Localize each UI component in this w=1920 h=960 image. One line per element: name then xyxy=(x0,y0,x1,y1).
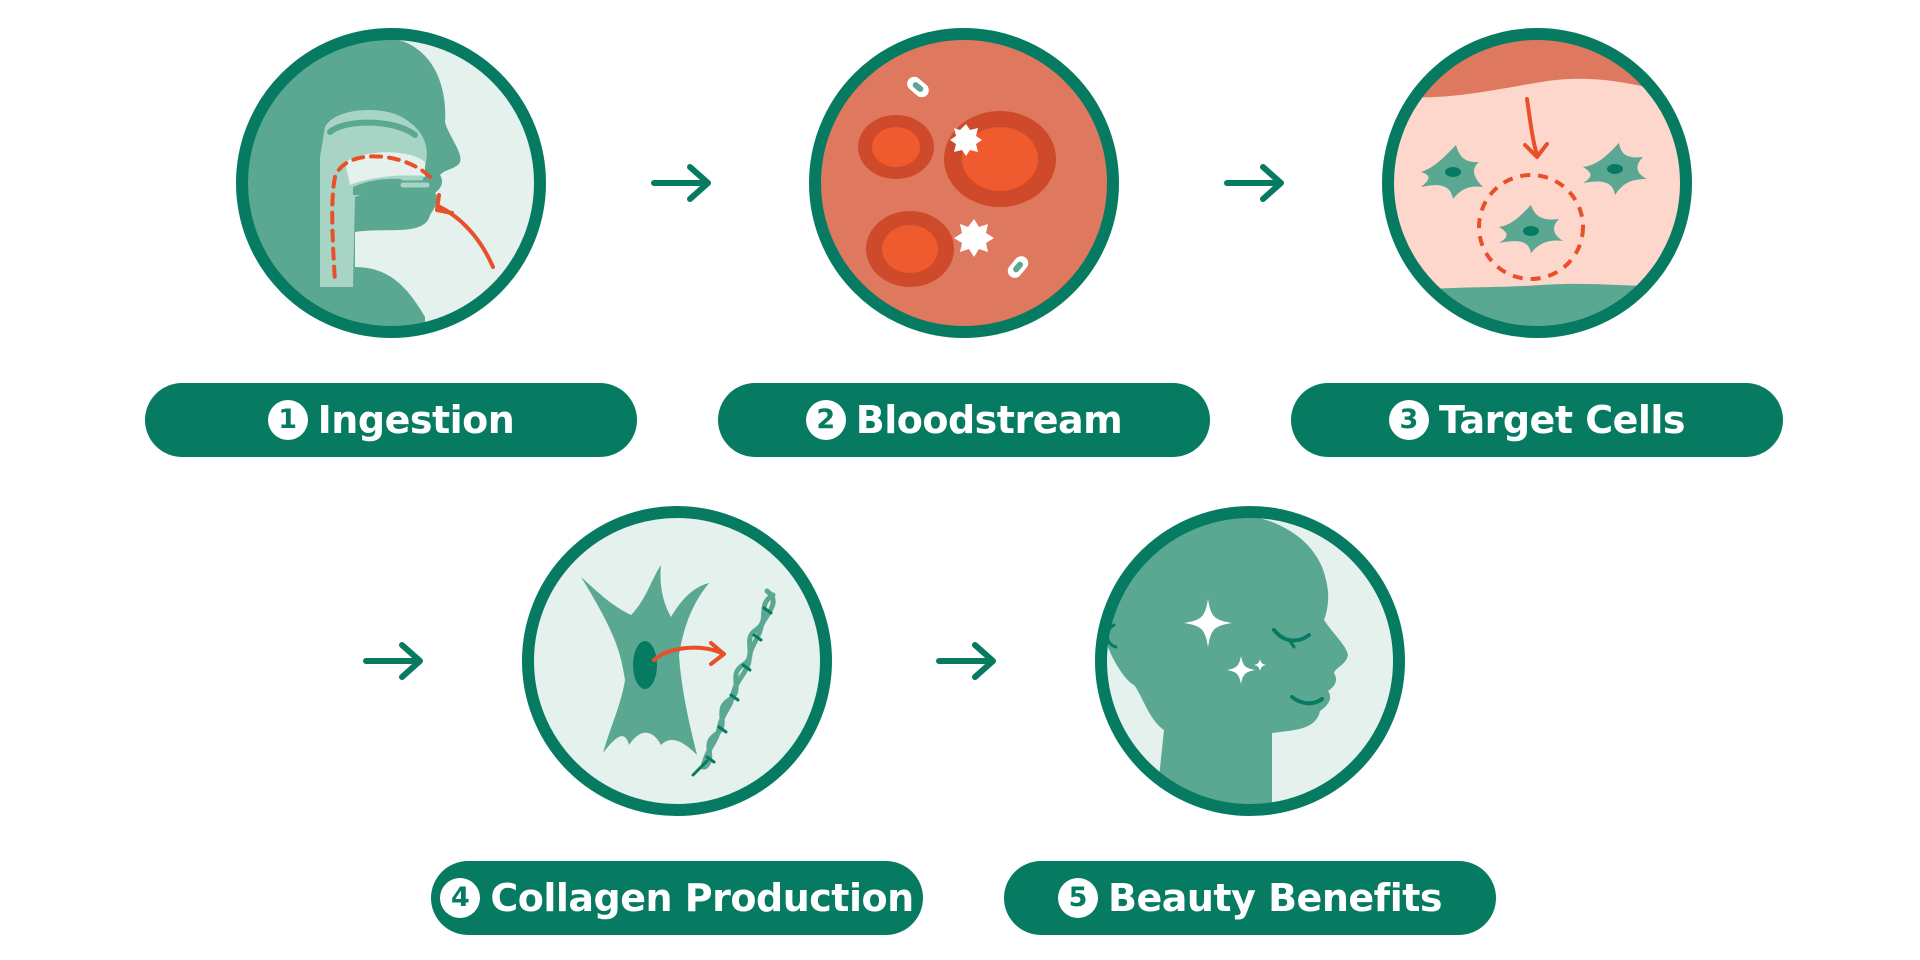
step-label: Beauty Benefits xyxy=(1108,876,1443,920)
blood-cells-icon xyxy=(809,28,1119,338)
step-5-label-pill: 5 Beauty Benefits xyxy=(1004,861,1496,935)
step-number-badge: 4 xyxy=(440,878,481,918)
step-1-label-pill: 1 Ingestion xyxy=(145,383,637,457)
step-5-illustration xyxy=(1094,505,1406,817)
fibroblast-collagen-icon xyxy=(522,506,832,816)
step-label: Target Cells xyxy=(1438,398,1686,442)
skin-cells-icon xyxy=(1382,28,1692,338)
step-3-illustration xyxy=(1381,27,1693,339)
step-number-badge: 3 xyxy=(1388,400,1429,440)
head-swallowing-icon xyxy=(236,28,546,338)
step-label: Ingestion xyxy=(317,398,515,442)
step-number-badge: 1 xyxy=(267,400,308,440)
arrow-right-icon xyxy=(1223,163,1287,203)
arrow-right-icon xyxy=(650,163,714,203)
step-2-label-pill: 2 Bloodstream xyxy=(718,383,1210,457)
step-label: Bloodstream xyxy=(855,398,1123,442)
arrow-right-icon xyxy=(935,641,999,681)
glowing-face-icon xyxy=(1095,506,1405,816)
step-4-illustration xyxy=(521,505,833,817)
step-2-illustration xyxy=(808,27,1120,339)
step-3-label-pill: 3 Target Cells xyxy=(1291,383,1783,457)
step-number-badge: 2 xyxy=(805,400,846,440)
arrow-right-icon xyxy=(362,641,426,681)
step-4-label-pill: 4 Collagen Production xyxy=(431,861,923,935)
step-1-illustration xyxy=(235,27,547,339)
step-number-badge: 5 xyxy=(1058,878,1098,918)
step-label: Collagen Production xyxy=(490,876,914,920)
